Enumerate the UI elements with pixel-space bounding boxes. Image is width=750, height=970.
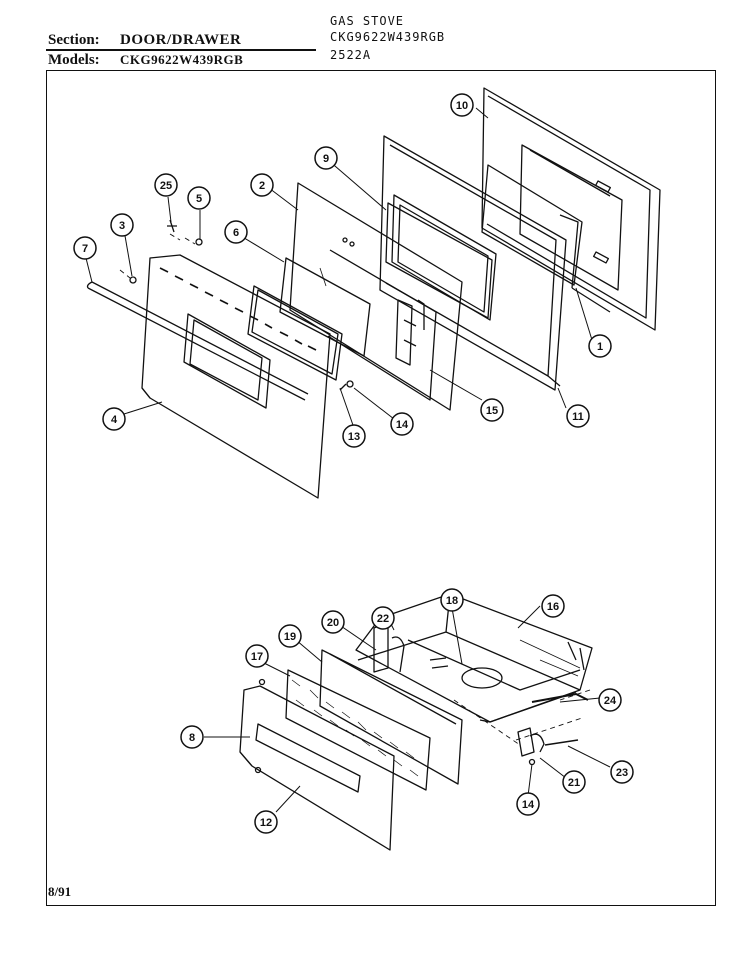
callout-14: 14 <box>396 419 409 431</box>
model-code: CKG9622W439RGB <box>330 30 446 44</box>
callout-23: 23 <box>616 767 628 779</box>
header-rule-top <box>46 49 316 51</box>
callout-6: 6 <box>233 227 239 239</box>
revision-date: 8/91 <box>48 884 72 899</box>
product-name: GAS STOVE <box>330 14 405 28</box>
callout-15: 15 <box>486 405 498 417</box>
part-glass-panel <box>289 182 463 411</box>
callout-24: 24 <box>604 695 617 707</box>
callout-13: 13 <box>348 431 360 443</box>
callout-16: 16 <box>547 601 559 613</box>
part-drawer-insulation <box>285 669 431 791</box>
part-inner-door-panel <box>481 87 661 331</box>
part-hinge-bracket <box>395 299 425 366</box>
part-small-hardware <box>129 219 354 391</box>
part-window-frame <box>385 202 493 319</box>
models-value: CKG9622W439RGB <box>120 52 244 67</box>
section-value: DOOR/DRAWER <box>120 32 242 48</box>
callout-18: 18 <box>446 595 458 607</box>
models-label: Models: <box>48 52 100 68</box>
callout-8: 8 <box>189 732 195 744</box>
callout-22: 22 <box>377 613 389 625</box>
callout-11: 11 <box>572 411 584 423</box>
page-code: 2522A <box>330 48 372 62</box>
section-label: Section: <box>48 32 100 48</box>
callout-9: 9 <box>323 153 329 165</box>
callout-20: 20 <box>327 617 339 629</box>
callout-21: 21 <box>568 777 580 789</box>
callout-4: 4 <box>111 414 118 426</box>
callout-1: 1 <box>597 341 603 353</box>
part-door-liner <box>481 164 611 313</box>
callout-2: 2 <box>259 180 265 192</box>
callout-14b: 14 <box>522 799 535 811</box>
diagram-frame <box>46 70 716 906</box>
callout-17: 17 <box>251 651 263 663</box>
callout-3: 3 <box>119 220 125 232</box>
part-door-frame <box>379 135 567 391</box>
callout-19: 19 <box>284 631 296 643</box>
part-drawer-front <box>239 678 395 851</box>
part-outer-door <box>141 254 331 499</box>
part-inner-glass <box>279 257 371 357</box>
callout-12: 12 <box>260 817 272 829</box>
part-drawer-back-panel <box>319 649 463 785</box>
callout-7: 7 <box>82 243 88 255</box>
part-door-handle <box>86 281 309 401</box>
callout-5: 5 <box>196 193 202 205</box>
callout-25: 25 <box>160 180 172 192</box>
callout-10: 10 <box>456 100 468 112</box>
part-drawer-rails <box>517 693 589 766</box>
